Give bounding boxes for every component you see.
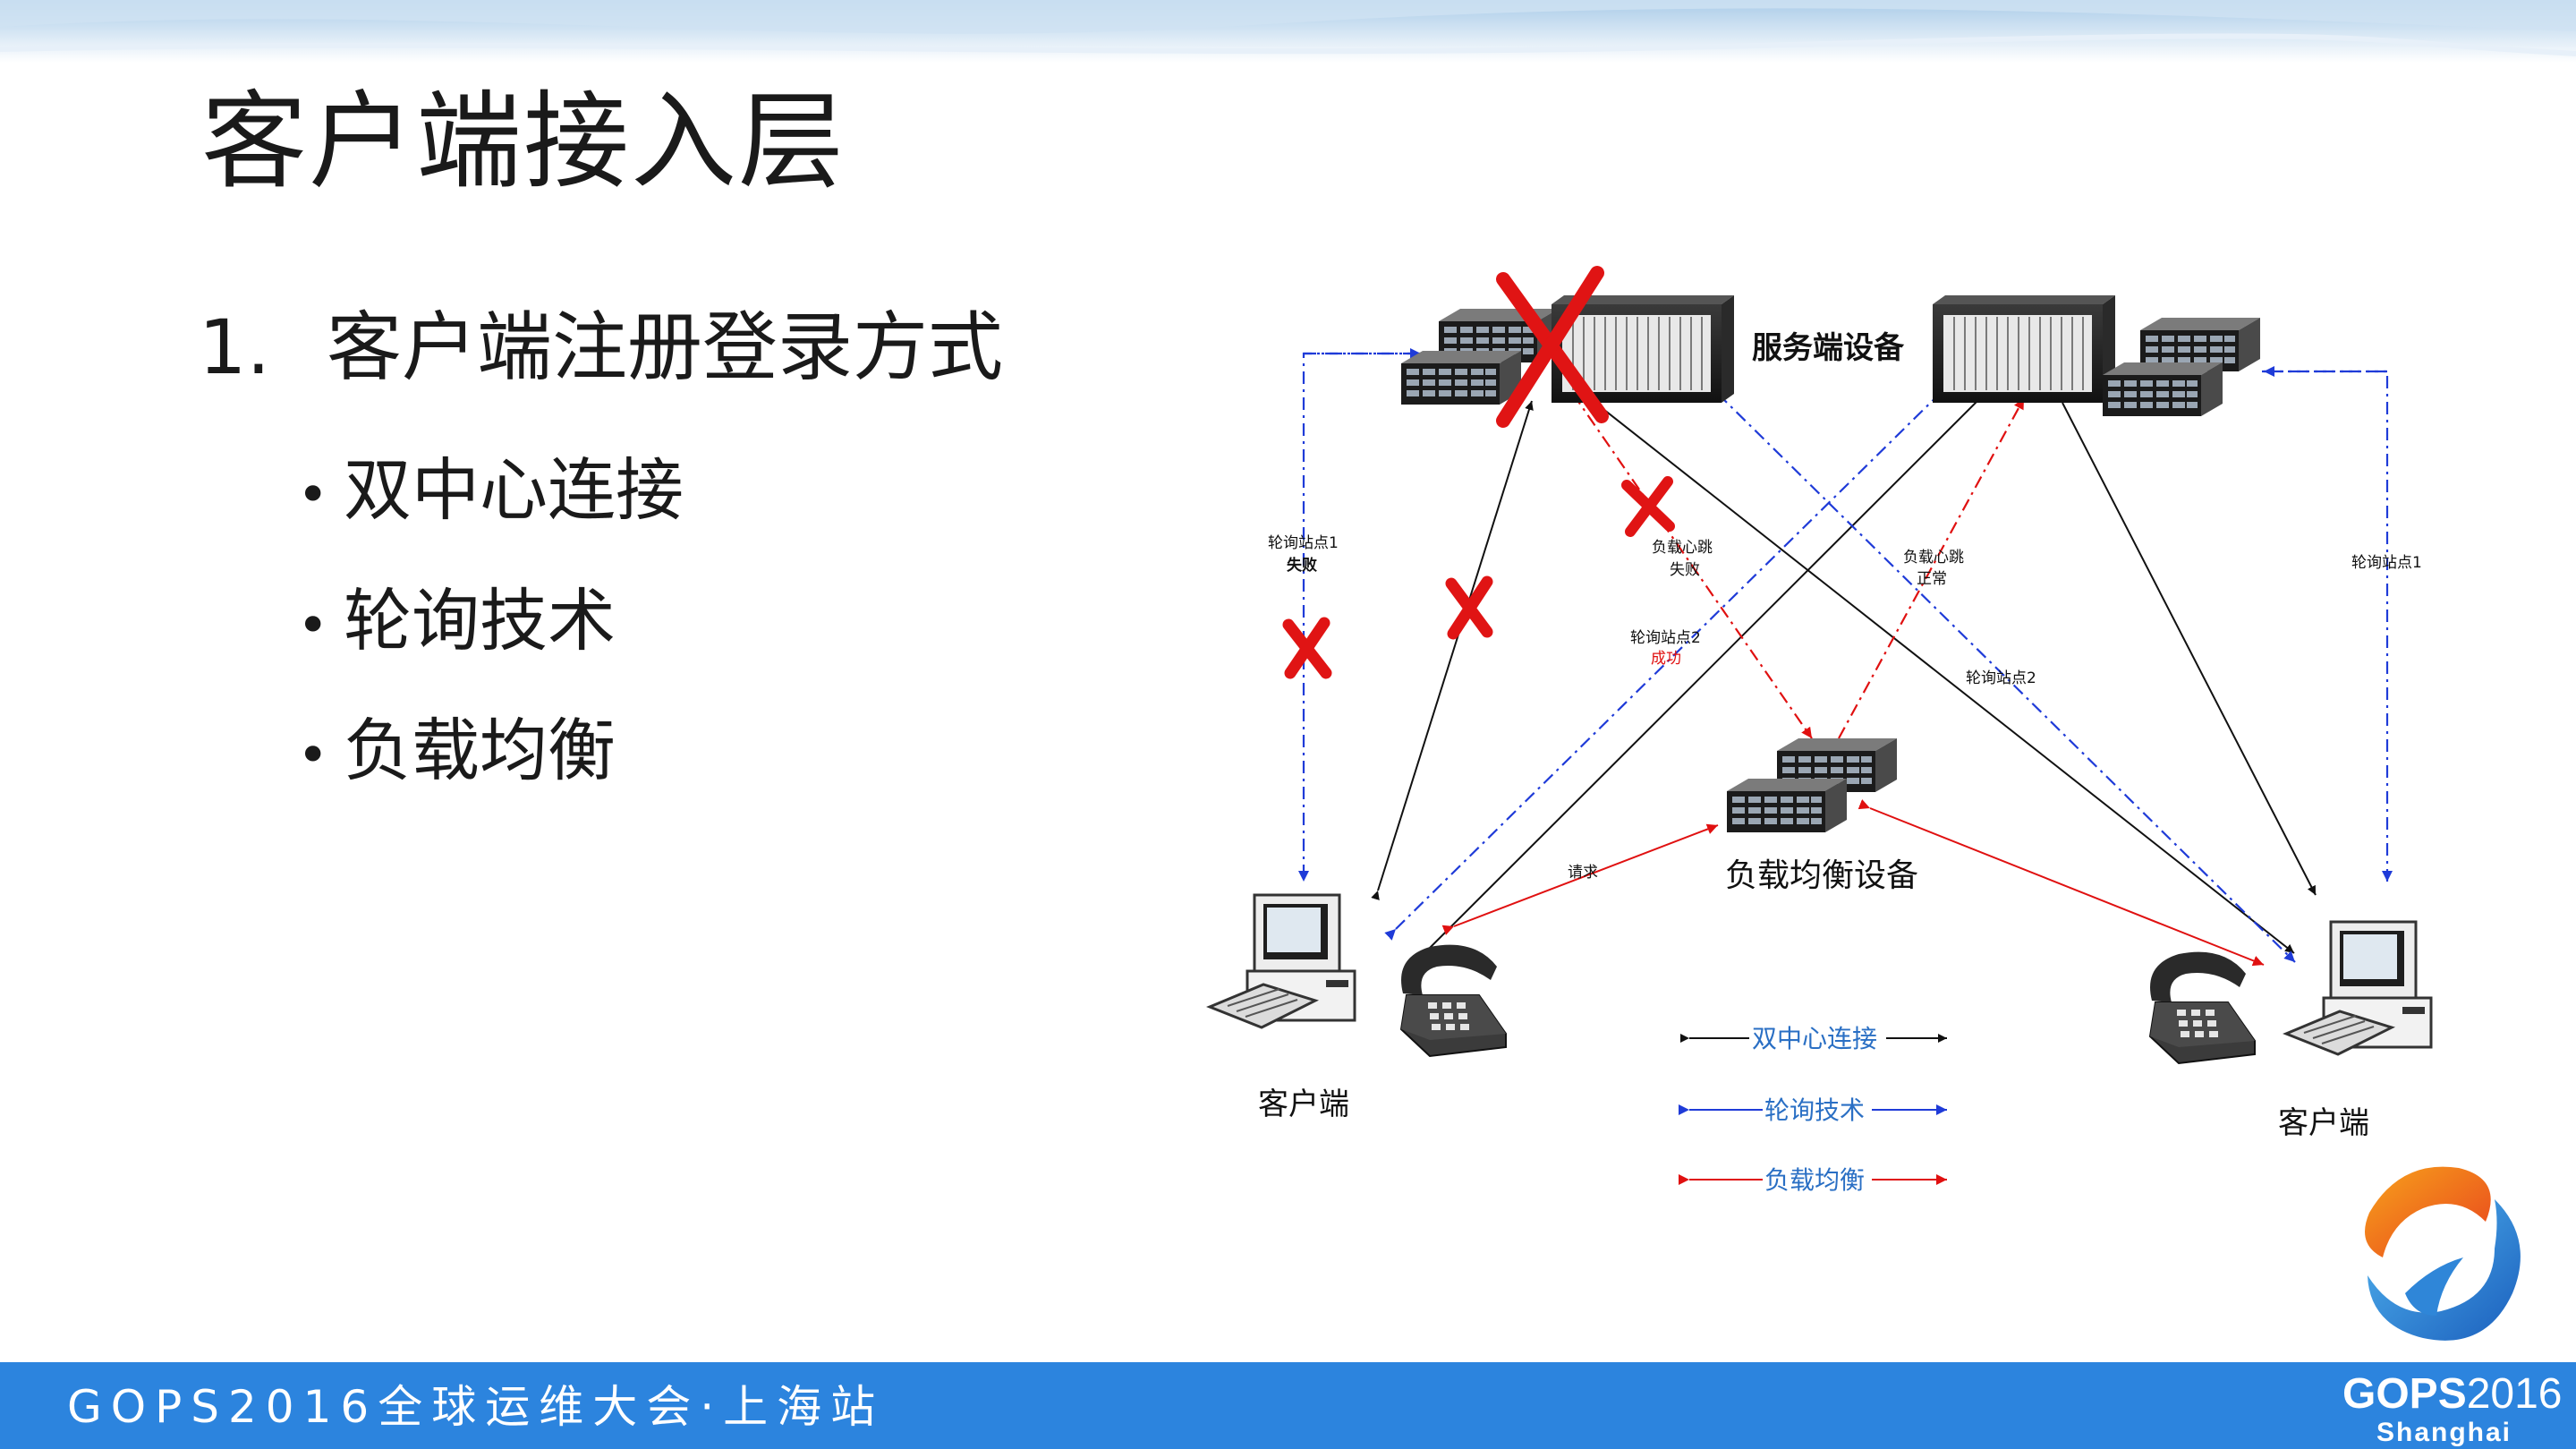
left-client-workstation — [1208, 893, 1356, 1029]
legend-item-load-balance: 负载均衡 — [1679, 1165, 1947, 1195]
lb-heartbeat-right-label: 负载心跳 — [1903, 549, 1964, 567]
conference-name: GOPS2016全球运维大会·上海站 — [67, 1381, 885, 1433]
lb-heartbeat-left-status: 失败 — [1670, 561, 1700, 579]
header-wave-band — [0, 0, 2576, 63]
bullet-item: •轮询技术 — [297, 581, 616, 661]
right-server-cluster — [1932, 294, 2260, 416]
failure-mark — [1282, 617, 1332, 679]
slide-title: 客户端接入层 — [201, 80, 846, 203]
logo-main: GOPS — [2342, 1370, 2467, 1418]
poll-site2-right-label: 轮询站点2 — [1966, 669, 2036, 687]
heartbeat-line — [1828, 397, 2025, 751]
load-balancer-label: 负载均衡设备 — [1725, 857, 1918, 894]
client-left-label: 客户端 — [1258, 1087, 1349, 1122]
lb-heartbeat-right-status: 正常 — [1917, 570, 1947, 588]
failure-mark — [1621, 476, 1675, 537]
failure-mark-large — [1496, 266, 1609, 428]
gops-swirl-logo — [2365, 1166, 2521, 1341]
bullet-text: 双中心连接 — [344, 450, 684, 530]
legend-item-polling: 轮询技术 — [1679, 1095, 1947, 1125]
bullet-item: •负载均衡 — [297, 711, 616, 790]
list-number: 1. — [199, 303, 271, 391]
legend-label: 双中心连接 — [1752, 1024, 1877, 1053]
logo-year: 2016 — [2466, 1370, 2563, 1418]
legend-item-dual-center: 双中心连接 — [1680, 1024, 1947, 1053]
poll-site2-left-status: 成功 — [1651, 650, 1681, 668]
dual-center-line — [2053, 392, 2317, 896]
client-right-label: 客户端 — [2278, 1105, 2369, 1141]
failure-mark — [1445, 575, 1493, 640]
logo-city: Shanghai — [2376, 1418, 2512, 1447]
footer-bar: GOPS2016全球运维大会·上海站 GOPS2016 Shanghai — [0, 1362, 2576, 1449]
dual-center-line — [1574, 386, 2295, 954]
numbered-heading: 1. 客户端注册登录方式 — [199, 303, 1003, 393]
list-heading-text: 客户端注册登录方式 — [327, 303, 1004, 391]
right-client-telephone — [2149, 950, 2256, 1064]
right-client-workstation — [2284, 920, 2433, 1056]
lb-request-line — [1858, 798, 2265, 967]
gops-logo-text: GOPS2016 — [2342, 1370, 2563, 1419]
legend-label: 轮询技术 — [1764, 1095, 1865, 1125]
bullet-text: 负载均衡 — [344, 711, 616, 790]
lb-request-line — [1441, 823, 1719, 935]
legend: 双中心连接 轮询技术 负载均衡 — [1679, 1024, 1947, 1195]
load-balancer-device — [1727, 738, 1897, 832]
server-equipment-label: 服务端设备 — [1752, 330, 1905, 366]
poll-site1-right-label: 轮询站点1 — [2351, 554, 2422, 572]
poll-site2-left-label: 轮询站点2 — [1630, 629, 1701, 647]
bullet-item: •双中心连接 — [297, 450, 684, 530]
poll-site1-left-label: 轮询站点1 — [1268, 534, 1339, 552]
heartbeat-line — [1562, 381, 1813, 739]
bullet-text: 轮询技术 — [344, 581, 616, 661]
request-label: 请求 — [1568, 864, 1598, 882]
legend-label: 负载均衡 — [1764, 1165, 1865, 1195]
poll-site1-left-status: 失败 — [1287, 556, 1317, 575]
poll-line — [1298, 352, 1416, 882]
poll-line — [2262, 370, 2393, 882]
left-client-telephone — [1400, 943, 1507, 1057]
lb-heartbeat-left-label: 负载心跳 — [1652, 539, 1713, 557]
